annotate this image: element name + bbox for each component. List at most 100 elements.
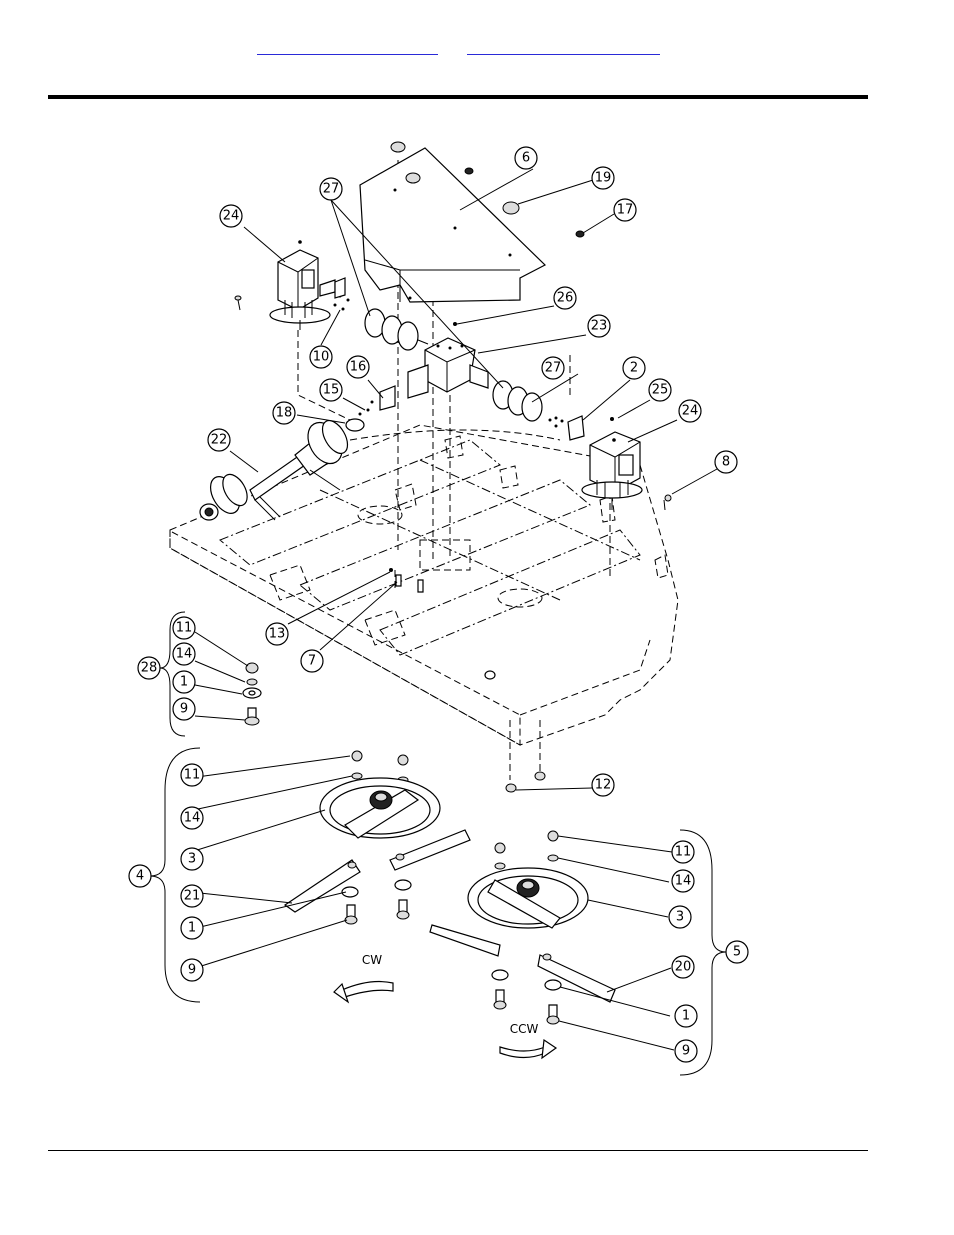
svg-text:4: 4 — [136, 869, 144, 884]
callout-8: 8 — [714, 450, 738, 474]
callout-24-left: 24 — [219, 204, 243, 228]
callout-3-b: 3 — [668, 905, 692, 929]
svg-text:27: 27 — [545, 361, 562, 376]
plug-19-b — [405, 172, 421, 184]
callout-24-right: 24 — [678, 399, 702, 423]
svg-text:2: 2 — [630, 361, 638, 376]
callout-23: 23 — [587, 314, 611, 338]
callout-9-b: 9 — [180, 958, 204, 982]
svg-text:7: 7 — [308, 654, 316, 669]
callout-21: 21 — [180, 884, 204, 908]
bolt-left — [237, 299, 241, 311]
top-rule — [48, 95, 868, 99]
svg-text:19: 19 — [595, 171, 612, 186]
mower-deck — [169, 424, 679, 746]
bracket-16 — [358, 385, 396, 416]
callout-28: 28 — [137, 656, 161, 680]
left-coupler — [364, 308, 429, 351]
bolt-26 — [453, 322, 457, 326]
svg-text:1: 1 — [682, 1009, 690, 1024]
callout-11-b: 11 — [180, 763, 204, 787]
svg-text:3: 3 — [676, 910, 684, 925]
svg-text:21: 21 — [184, 889, 201, 904]
svg-text:12: 12 — [595, 778, 612, 793]
shield — [359, 147, 547, 303]
svg-text:1: 1 — [180, 675, 188, 690]
callout-14-a: 14 — [172, 642, 196, 666]
svg-text:22: 22 — [211, 433, 228, 448]
small-hardware-right — [548, 415, 585, 441]
svg-text:11: 11 — [675, 845, 692, 860]
bolt-25 — [610, 417, 614, 421]
header-link-1[interactable] — [257, 40, 438, 55]
right-gearbox — [581, 431, 643, 510]
svg-text:14: 14 — [675, 874, 692, 889]
callout-7: 7 — [300, 649, 324, 673]
svg-text:14: 14 — [184, 811, 201, 826]
nut-17-b — [575, 230, 585, 238]
bolt-8 — [663, 499, 666, 511]
svg-text:24: 24 — [682, 404, 699, 419]
svg-text:17: 17 — [617, 203, 634, 218]
alignment-lines — [297, 160, 611, 780]
ccw-rotation-arrow — [499, 1038, 558, 1060]
callout-11-c: 11 — [671, 840, 695, 864]
hardware-stack-28 — [242, 662, 262, 726]
svg-text:23: 23 — [591, 319, 608, 334]
svg-text:10: 10 — [313, 350, 330, 365]
svg-text:14: 14 — [176, 647, 193, 662]
callout-10: 10 — [309, 345, 333, 369]
callout-27-top: 27 — [319, 177, 343, 201]
callout-13: 13 — [265, 622, 289, 646]
callout-20: 20 — [671, 955, 695, 979]
callout-19: 19 — [591, 166, 615, 190]
callout-14-b: 14 — [180, 806, 204, 830]
svg-text:9: 9 — [180, 702, 188, 717]
svg-text:3: 3 — [188, 852, 196, 867]
svg-text:18: 18 — [276, 406, 293, 421]
svg-text:24: 24 — [223, 209, 240, 224]
header-link-2[interactable] — [467, 40, 660, 55]
callout-26: 26 — [553, 286, 577, 310]
svg-text:20: 20 — [675, 960, 692, 975]
leader-lines — [193, 168, 718, 1051]
center-gearbox — [407, 337, 489, 399]
svg-text:11: 11 — [184, 768, 201, 783]
callout-5: 5 — [725, 940, 749, 964]
nut-17-a — [464, 167, 474, 175]
callout-9-c: 9 — [674, 1039, 698, 1063]
callout-17: 17 — [613, 198, 637, 222]
callout-9-a: 9 — [172, 697, 196, 721]
callout-15: 15 — [319, 378, 343, 402]
svg-text:13: 13 — [269, 627, 286, 642]
cw-label: CW — [362, 953, 382, 967]
svg-text:9: 9 — [188, 963, 196, 978]
nut-13 — [389, 568, 393, 572]
svg-text:26: 26 — [557, 291, 574, 306]
brace-5 — [679, 829, 727, 1076]
callout-18: 18 — [272, 401, 296, 425]
callout-16: 16 — [346, 355, 370, 379]
bolt-7 — [395, 574, 402, 587]
ccw-label: CCW — [510, 1022, 539, 1036]
nut-12 — [505, 783, 517, 793]
cw-rotation-arrow — [333, 980, 394, 1004]
callout-6: 6 — [514, 146, 538, 170]
svg-text:8: 8 — [722, 455, 730, 470]
callout-3-a: 3 — [180, 847, 204, 871]
callout-11-a: 11 — [172, 616, 196, 640]
plug-19-c — [502, 201, 520, 215]
svg-text:1: 1 — [188, 921, 196, 936]
svg-text:15: 15 — [323, 383, 340, 398]
callout-12: 12 — [591, 773, 615, 797]
plug-19-a — [390, 141, 406, 153]
svg-text:9: 9 — [682, 1044, 690, 1059]
callout-14-c: 14 — [671, 869, 695, 893]
callout-2: 2 — [622, 356, 646, 380]
callout-4: 4 — [128, 864, 152, 888]
drive-shaft — [199, 420, 349, 521]
callout-1-c: 1 — [674, 1004, 698, 1028]
callout-1-b: 1 — [180, 916, 204, 940]
svg-text:16: 16 — [350, 360, 367, 375]
